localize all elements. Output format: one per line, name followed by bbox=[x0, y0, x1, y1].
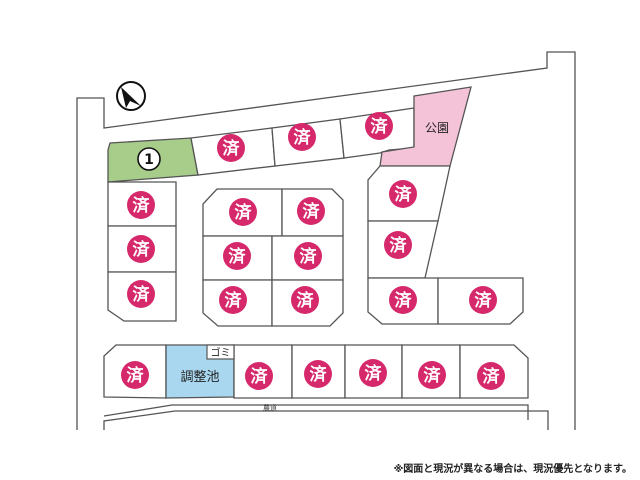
sold-badges: 済済済済済済済済済済済済済済済済済済済済済済 bbox=[121, 112, 505, 390]
road-label: 農道 bbox=[263, 403, 277, 412]
sold-badge: 済 bbox=[304, 360, 332, 388]
sold-badge-circle bbox=[219, 286, 247, 314]
sold-badge-circle bbox=[384, 231, 412, 259]
sold-badge-circle bbox=[297, 197, 325, 225]
north-arrow-icon bbox=[116, 81, 146, 111]
sold-badge-label: 済 bbox=[133, 284, 151, 305]
sold-badge-label: 済 bbox=[229, 246, 247, 267]
top-road-boundary bbox=[76, 51, 576, 430]
sold-badge-label: 済 bbox=[303, 201, 321, 222]
sold-badge-label: 済 bbox=[300, 246, 318, 267]
sold-badge: 済 bbox=[223, 242, 251, 270]
sold-badge-circle bbox=[469, 286, 497, 314]
sold-badge-circle bbox=[477, 362, 505, 390]
sold-badge-circle bbox=[304, 360, 332, 388]
sold-badge-label: 済 bbox=[395, 290, 413, 311]
sold-badge-circle bbox=[389, 286, 417, 314]
sold-badge-label: 済 bbox=[390, 235, 408, 256]
sold-badge-label: 済 bbox=[395, 184, 413, 205]
sold-badge: 済 bbox=[294, 242, 322, 270]
sold-badge-circle bbox=[359, 359, 387, 387]
sold-badge-circle bbox=[291, 286, 319, 314]
sold-badge-label: 済 bbox=[133, 195, 151, 216]
sold-badge-label: 済 bbox=[225, 290, 243, 311]
sold-badge: 済 bbox=[219, 286, 247, 314]
sold-badge-circle bbox=[365, 112, 393, 140]
sold-badge-circle bbox=[418, 361, 446, 389]
sold-badge-label: 済 bbox=[235, 202, 253, 223]
sold-badge: 済 bbox=[359, 359, 387, 387]
sold-badge: 済 bbox=[418, 361, 446, 389]
sold-badge: 済 bbox=[245, 362, 273, 390]
sold-badge-label: 済 bbox=[133, 239, 151, 260]
sold-badge-label: 済 bbox=[127, 365, 145, 386]
sold-badge: 済 bbox=[291, 286, 319, 314]
sold-badge-circle bbox=[389, 180, 417, 208]
sold-badge-label: 済 bbox=[297, 290, 315, 311]
lot-number-badge: 1 bbox=[137, 147, 161, 171]
sold-badge-circle bbox=[294, 242, 322, 270]
park-label: 公園 bbox=[425, 121, 449, 135]
sold-badge-circle bbox=[288, 123, 316, 151]
sold-badge-label: 済 bbox=[424, 365, 442, 386]
lot-number: 1 bbox=[144, 152, 154, 168]
sold-badge: 済 bbox=[127, 191, 155, 219]
map-note: ※図面と現況が異なる場合は、現況優先となります。 bbox=[393, 464, 632, 475]
sold-badge-label: 済 bbox=[310, 364, 328, 385]
sold-badge-circle bbox=[127, 280, 155, 308]
sold-badge: 済 bbox=[477, 362, 505, 390]
sold-badge: 済 bbox=[389, 286, 417, 314]
sold-badge-label: 済 bbox=[251, 366, 269, 387]
sold-badge: 済 bbox=[297, 197, 325, 225]
farm-road-top-edge bbox=[103, 404, 529, 420]
sold-badge-circle bbox=[121, 361, 149, 389]
sold-badge: 済 bbox=[469, 286, 497, 314]
sold-badge: 済 bbox=[127, 235, 155, 263]
sold-badge: 済 bbox=[384, 231, 412, 259]
sold-badge-label: 済 bbox=[371, 116, 389, 137]
sold-badge-circle bbox=[245, 362, 273, 390]
sold-badge-circle bbox=[217, 134, 245, 162]
sold-badge-label: 済 bbox=[294, 127, 312, 148]
sold-badge-label: 済 bbox=[475, 290, 493, 311]
garbage-station-label: ゴミ bbox=[211, 346, 231, 359]
sold-badge: 済 bbox=[389, 180, 417, 208]
sold-badge-circle bbox=[223, 242, 251, 270]
sold-badge: 済 bbox=[127, 280, 155, 308]
sold-badge-circle bbox=[229, 198, 257, 226]
sold-badge: 済 bbox=[288, 123, 316, 151]
sold-badge-circle bbox=[127, 191, 155, 219]
farm-road-bottom-edge bbox=[103, 410, 549, 430]
sold-badge: 済 bbox=[121, 361, 149, 389]
pond-label: 調整池 bbox=[180, 370, 219, 385]
sold-badge: 済 bbox=[365, 112, 393, 140]
sold-badge-label: 済 bbox=[223, 138, 241, 159]
sold-badge: 済 bbox=[229, 198, 257, 226]
sold-badge-label: 済 bbox=[483, 366, 501, 387]
sold-badge: 済 bbox=[217, 134, 245, 162]
sold-badge-label: 済 bbox=[365, 363, 383, 384]
sold-badge-circle bbox=[127, 235, 155, 263]
garbage-station-box bbox=[206, 344, 235, 360]
